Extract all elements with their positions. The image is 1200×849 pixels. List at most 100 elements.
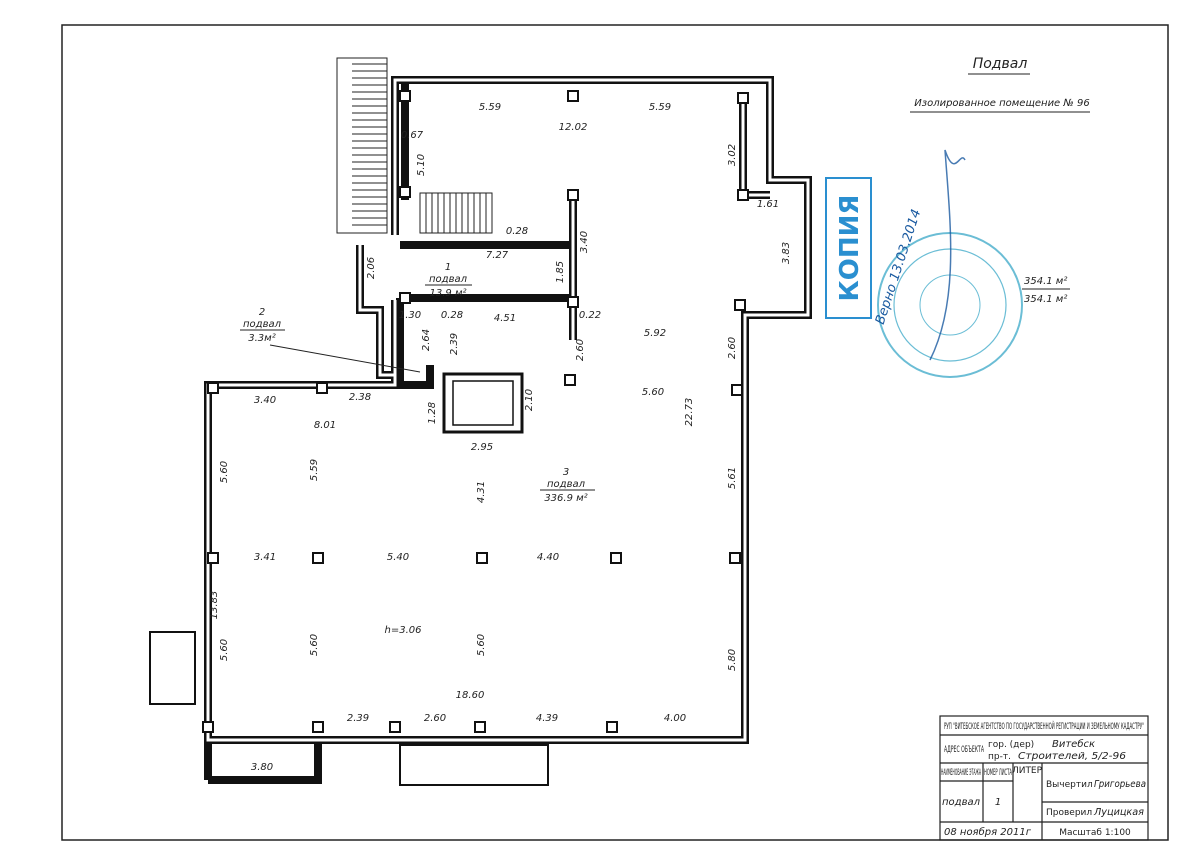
handwritten-signature	[929, 149, 966, 361]
dimension-label: 5.60	[219, 461, 230, 483]
column	[316, 382, 328, 394]
dimension-label: 2.60	[424, 713, 446, 724]
column	[567, 189, 579, 201]
drawn-by: Григорьева	[1094, 779, 1146, 790]
dimension-label: 2.38	[349, 392, 371, 403]
column	[312, 552, 324, 564]
dimension-label: 2.39	[347, 713, 369, 724]
dimension-label: 5.40	[387, 552, 409, 563]
entrance-pit	[399, 744, 549, 786]
room-2-leader-line	[269, 344, 421, 373]
dimension-label: 4.00	[664, 713, 686, 724]
columns	[202, 90, 749, 733]
handwritten-note: Верно 13.03.2014	[873, 207, 924, 326]
address-label: АДРЕС ОБЪЕКТА	[944, 745, 984, 755]
dimension-label: 5.80	[727, 649, 738, 671]
room-label-1: 1 подвал 13.9 м²	[425, 262, 472, 299]
svg-text:подвал: подвал	[547, 479, 586, 490]
col-floor: НАИМЕНОВАНИЕ ЭТАЖА	[941, 768, 981, 778]
street: Строителей, 5/2-96	[1018, 751, 1126, 762]
dimension-label: 3.80	[251, 762, 273, 773]
floor-value: подвал	[942, 797, 981, 808]
column	[729, 552, 741, 564]
dimension-label: 0.28	[441, 310, 463, 321]
dimension-label: 4.31	[476, 481, 487, 503]
column	[731, 384, 743, 396]
dimension-label: 5.60	[476, 634, 487, 656]
column	[610, 552, 622, 564]
dimension-label: 2.95	[471, 442, 493, 453]
total-area-2: 354.1 м²	[1024, 294, 1067, 305]
dimension-label: 1.30	[399, 310, 421, 321]
dimension-label: 12.02	[559, 122, 588, 133]
dimension-label: 7.27	[486, 250, 509, 261]
dimension-label: 4.51	[494, 313, 516, 324]
col-liter: ЛИТЕР	[1012, 766, 1043, 776]
column	[476, 552, 488, 564]
column	[737, 92, 749, 104]
column	[202, 721, 214, 733]
svg-text:КОПИЯ: КОПИЯ	[835, 195, 865, 302]
total-area-1: 354.1 м²	[1024, 276, 1067, 287]
city-prefix: гор. (дер)	[988, 740, 1034, 750]
room-label-2: 2 подвал 3.3м²	[240, 307, 285, 344]
column	[399, 90, 411, 102]
svg-text:336.9 м²: 336.9 м²	[544, 493, 587, 504]
column	[567, 90, 579, 102]
column	[737, 189, 749, 201]
dimension-label: 3.02	[727, 144, 738, 166]
dimension-label: 4.40	[537, 552, 559, 563]
column	[474, 721, 486, 733]
sheet-value: 1	[995, 797, 1001, 808]
dimension-label: 13.83	[209, 591, 220, 620]
premises-title: Изолированное помещение № 96	[914, 98, 1089, 109]
column	[606, 721, 618, 733]
dimension-label: 0.67	[401, 130, 424, 141]
dimension-label: 5.59	[649, 102, 671, 113]
dimension-label: 5.59	[309, 459, 320, 481]
column	[312, 721, 324, 733]
date: 08 ноября 2011г	[944, 826, 1032, 838]
dimension-label: 18.60	[456, 690, 485, 701]
dimension-labels: 5.59 12.02 5.59 0.67 5.10 3.02 1.61 0.28 7.27 3.4…	[209, 102, 792, 773]
svg-text:2: 2	[259, 307, 265, 318]
dimension-label: 5.60	[309, 634, 320, 656]
checked-by: Луцицкая	[1093, 807, 1144, 818]
staircase	[336, 57, 493, 234]
organization-name: РУП "ВИТЕБСКОЕ АГЕНТСТВО ПО ГОСУДАРСТВЕН…	[944, 720, 1144, 732]
sheet-frame	[61, 24, 1169, 841]
dimension-label: 1.61	[757, 199, 779, 210]
svg-text:подвал: подвал	[429, 274, 468, 285]
dimension-label: 2.64	[421, 329, 432, 351]
dimension-label: 2.60	[575, 339, 586, 361]
copy-stamp: КОПИЯ	[825, 177, 872, 319]
column	[207, 382, 219, 394]
dimension-label: 5.10	[416, 154, 427, 176]
ceiling-height: h=3.06	[385, 625, 422, 636]
col-sheet: НОМЕР ЛИСТА	[984, 768, 1012, 778]
column	[399, 292, 411, 304]
dimension-label: 0.28	[506, 226, 528, 237]
drawn-by-label: Вычертил	[1046, 780, 1093, 790]
column	[207, 552, 219, 564]
column	[389, 721, 401, 733]
svg-text:1: 1	[445, 262, 451, 273]
svg-text:подвал: подвал	[243, 319, 282, 330]
svg-text:13.9 м²: 13.9 м²	[430, 288, 467, 299]
dimension-label: 8.01	[314, 420, 336, 431]
dimension-label: 3.41	[254, 552, 276, 563]
dimension-label: 4.39	[536, 713, 558, 724]
dimension-label: 1.85	[555, 261, 566, 283]
column	[567, 296, 579, 308]
ventilation-shaft	[442, 372, 524, 434]
street-prefix: пр-т.	[988, 752, 1011, 762]
title-block	[939, 715, 1149, 841]
dimension-label: 5.60	[642, 387, 664, 398]
svg-text:3: 3	[563, 467, 569, 478]
dimension-label: 5.92	[644, 328, 666, 339]
scale: Масштаб 1:100	[1059, 828, 1131, 838]
dimension-label: 1.28	[427, 402, 438, 424]
side-pit	[149, 631, 196, 705]
svg-text:3.3м²: 3.3м²	[248, 333, 275, 344]
